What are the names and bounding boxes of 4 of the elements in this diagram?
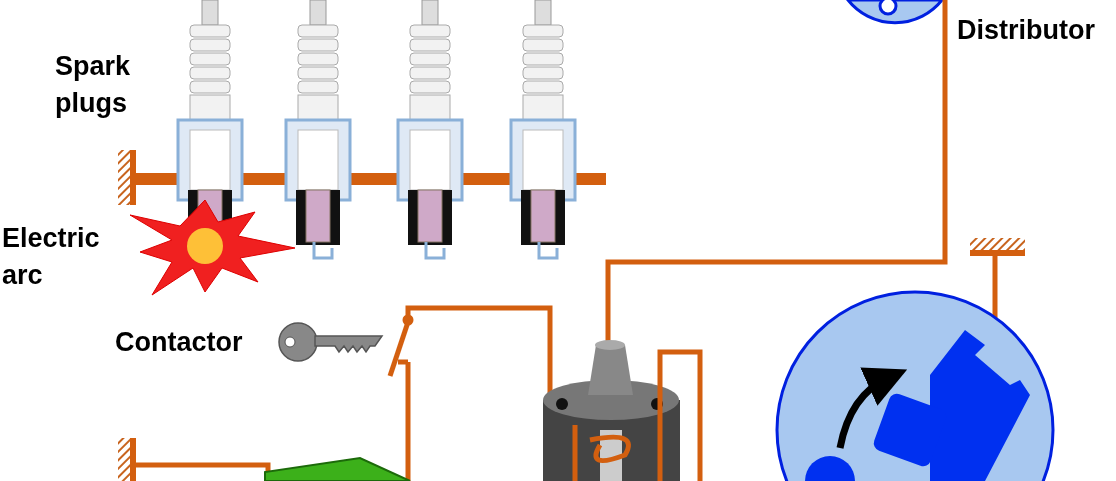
part-label: Electric arc bbox=[2, 222, 101, 292]
part-label: Distributor bbox=[957, 14, 1096, 47]
part-label: Contactor bbox=[115, 326, 244, 359]
part-label: Spark plugs bbox=[55, 50, 132, 120]
